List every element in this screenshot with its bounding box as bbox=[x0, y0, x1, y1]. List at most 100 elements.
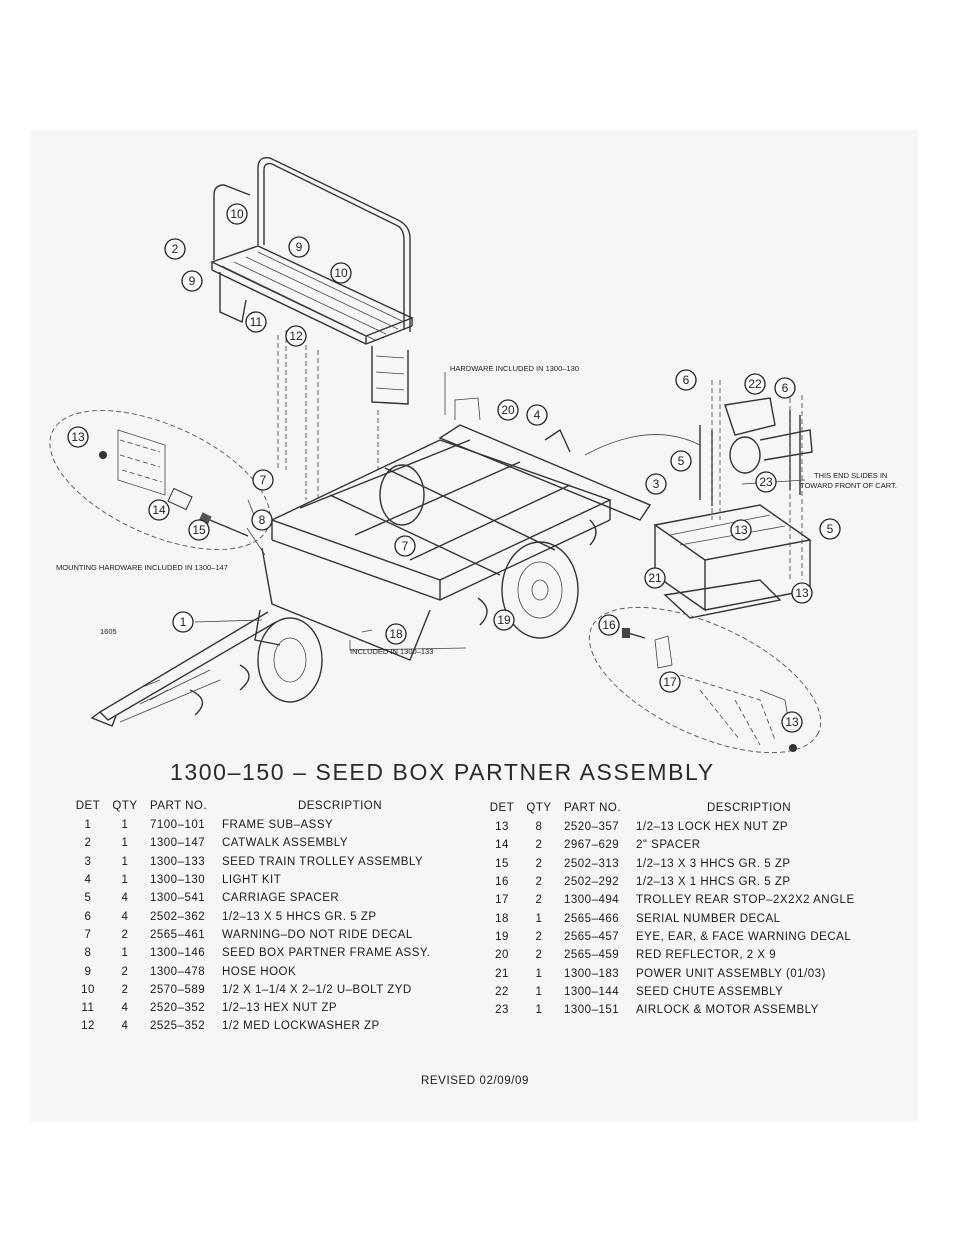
svg-text:5: 5 bbox=[678, 454, 685, 468]
cell-part-no: 2502–292 bbox=[564, 876, 620, 889]
note-slides-line1: THIS END SLIDES IN bbox=[814, 471, 887, 480]
header-description: DESCRIPTION bbox=[297, 800, 383, 812]
detail-oval-left bbox=[49, 410, 271, 550]
cell-part-no: 1300–144 bbox=[564, 985, 620, 998]
cell-description: 1/2–13 X 1 HHCS GR. 5 ZP bbox=[636, 876, 791, 889]
table-header-row: DET QTY PART NO. DESCRIPTION bbox=[484, 798, 862, 818]
cell-qty: 2 bbox=[121, 965, 129, 978]
callout-13: 13 bbox=[781, 711, 803, 733]
cell-part-no: 1300–147 bbox=[150, 837, 206, 850]
table-row: 18 1 2565–466 SERIAL NUMBER DECAL bbox=[484, 909, 862, 927]
cell-qty: 2 bbox=[535, 839, 543, 852]
callout-1: 1 bbox=[172, 611, 194, 633]
cell-part-no: 2502–313 bbox=[564, 857, 620, 870]
callout-23: 23 bbox=[755, 471, 777, 493]
callout-20: 20 bbox=[497, 399, 519, 421]
cell-part-no: 2570–589 bbox=[150, 983, 206, 996]
revision-date: REVISED 02/09/09 bbox=[421, 1075, 530, 1087]
callout-3: 3 bbox=[645, 473, 667, 495]
assembly-title: 1300–150 – SEED BOX PARTNER ASSEMBLY bbox=[170, 759, 715, 785]
svg-text:5: 5 bbox=[827, 522, 834, 536]
svg-text:15: 15 bbox=[192, 523, 206, 537]
header-description: DESCRIPTION bbox=[706, 802, 792, 814]
svg-text:4: 4 bbox=[534, 408, 541, 422]
callout-4: 4 bbox=[526, 404, 548, 426]
header-qty: QTY bbox=[112, 800, 138, 812]
main-frame bbox=[261, 397, 652, 661]
cell-det: 22 bbox=[495, 985, 509, 998]
cell-qty: 1 bbox=[121, 947, 129, 960]
cell-part-no: 7100–101 bbox=[150, 819, 206, 832]
svg-text:9: 9 bbox=[296, 240, 303, 254]
cell-description: FRAME SUB–ASSY bbox=[222, 819, 334, 832]
cell-qty: 1 bbox=[121, 819, 129, 832]
callout-10: 10 bbox=[330, 262, 352, 284]
svg-text:7: 7 bbox=[402, 539, 409, 553]
cell-part-no: 1300–151 bbox=[564, 1004, 620, 1017]
cell-description: 1/2–13 X 3 HHCS GR. 5 ZP bbox=[636, 857, 791, 870]
svg-text:6: 6 bbox=[782, 381, 789, 395]
cell-qty: 1 bbox=[535, 912, 543, 925]
cell-det: 18 bbox=[495, 912, 509, 925]
header-part-no: PART NO. bbox=[150, 800, 208, 812]
cell-qty: 1 bbox=[121, 855, 129, 868]
cell-part-no: 1300–494 bbox=[564, 894, 620, 907]
cell-det: 20 bbox=[495, 949, 509, 962]
callout-11: 11 bbox=[245, 311, 267, 333]
detail-right-hardware bbox=[622, 628, 797, 752]
cell-det: 3 bbox=[84, 855, 92, 868]
cell-description: POWER UNIT ASSEMBLY (01/03) bbox=[636, 967, 826, 980]
cell-det: 23 bbox=[495, 1004, 509, 1017]
svg-text:10: 10 bbox=[230, 207, 244, 221]
cell-det: 7 bbox=[84, 928, 92, 941]
detail-left-hardware bbox=[99, 429, 249, 537]
cell-qty: 2 bbox=[535, 930, 543, 943]
drawing-sheet: HARDWARE INCLUDED IN 1300–130 THIS END S… bbox=[30, 130, 918, 1122]
cell-description: SEED BOX PARTNER FRAME ASSY. bbox=[222, 947, 431, 960]
cell-qty: 2 bbox=[535, 894, 543, 907]
cell-det: 13 bbox=[495, 821, 509, 834]
note-mounting-hardware: MOUNTING HARDWARE INCLUDED IN 1300–147 bbox=[56, 563, 228, 572]
cell-det: 4 bbox=[84, 874, 92, 887]
cell-det: 6 bbox=[84, 910, 92, 923]
callout-5: 5 bbox=[819, 518, 841, 540]
cell-part-no: 1300–133 bbox=[150, 855, 206, 868]
svg-text:3: 3 bbox=[653, 477, 660, 491]
cell-det: 8 bbox=[84, 947, 92, 960]
cell-qty: 4 bbox=[121, 1002, 129, 1015]
callout-2: 2 bbox=[164, 238, 186, 260]
svg-text:1: 1 bbox=[180, 615, 187, 629]
cell-det: 14 bbox=[495, 839, 509, 852]
cell-part-no: 2565–466 bbox=[564, 912, 620, 925]
cell-description: SERIAL NUMBER DECAL bbox=[636, 912, 781, 925]
header-part-no: PART NO. bbox=[564, 802, 622, 814]
cell-part-no: 2525–352 bbox=[150, 1020, 206, 1033]
header-qty: QTY bbox=[526, 802, 552, 814]
cell-description: RED REFLECTOR, 2 X 9 bbox=[636, 949, 777, 962]
cell-description: CATWALK ASSEMBLY bbox=[222, 837, 349, 850]
svg-text:11: 11 bbox=[250, 315, 263, 329]
detail-oval-right bbox=[588, 606, 822, 754]
svg-text:12: 12 bbox=[289, 329, 303, 343]
cell-det: 10 bbox=[81, 983, 95, 996]
cell-qty: 1 bbox=[121, 874, 129, 887]
svg-text:8: 8 bbox=[259, 513, 266, 527]
cell-det: 21 bbox=[495, 967, 509, 980]
svg-text:13: 13 bbox=[785, 715, 799, 729]
cell-part-no: 1300–478 bbox=[150, 965, 206, 978]
callout-13: 13 bbox=[791, 582, 813, 604]
cell-det: 12 bbox=[81, 1020, 95, 1033]
